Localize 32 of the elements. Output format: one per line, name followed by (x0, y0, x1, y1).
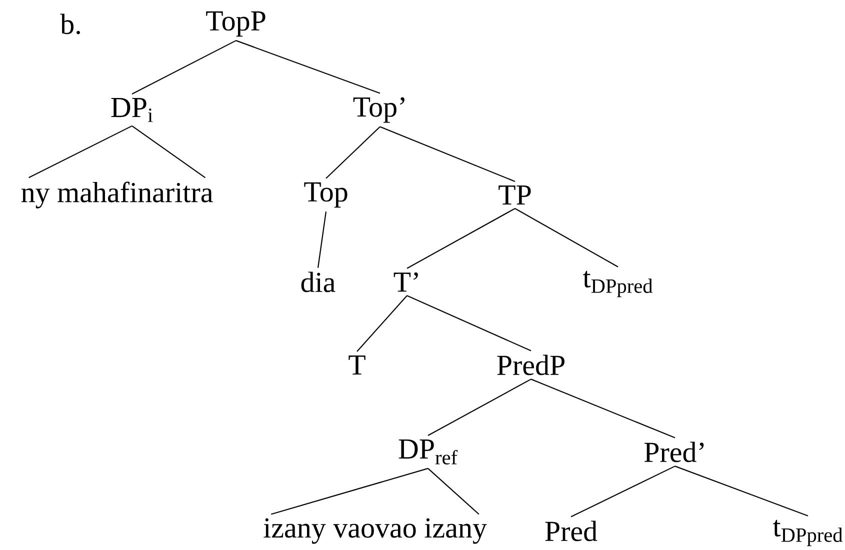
tree-label: Pred (545, 520, 598, 542)
branch-line (406, 295, 532, 352)
branch-line (514, 208, 618, 268)
triangle-branch (28, 125, 206, 178)
tree-label: t$_{DPpred}$ (773, 520, 843, 546)
branch-line (428, 378, 532, 436)
branch-line (236, 40, 380, 94)
tree-label: t$_{DPpred}$ (583, 270, 653, 298)
branch-line (326, 126, 380, 179)
tree-label: dia (301, 272, 336, 292)
branch-line (356, 295, 408, 352)
tree-label: T (348, 356, 366, 374)
tree-label: Pred’ (644, 442, 704, 462)
branch-line (406, 208, 516, 269)
tree-label: DP$_{ref}$ (398, 440, 458, 464)
branch-line (317, 212, 327, 268)
tree-label: ny mahafinaritra (21, 182, 213, 208)
tree-label: PredP (497, 354, 564, 376)
tree-label: TopP (206, 11, 266, 37)
branch-line (570, 466, 676, 518)
tree-label: Top’ (353, 97, 404, 123)
branch-line (380, 126, 516, 182)
branch-line (132, 40, 236, 95)
triangle-branch (270, 468, 480, 515)
tree-label: izany vaovao izany (264, 518, 487, 544)
tree-label: Top (304, 182, 348, 208)
example-label: b. (60, 14, 80, 34)
branch-line (674, 466, 808, 516)
tree-label: TP (498, 186, 531, 204)
tree-label: T’ (394, 272, 418, 292)
tree-label: DP$_{i}$ (111, 98, 153, 122)
branch-line (530, 378, 676, 438)
